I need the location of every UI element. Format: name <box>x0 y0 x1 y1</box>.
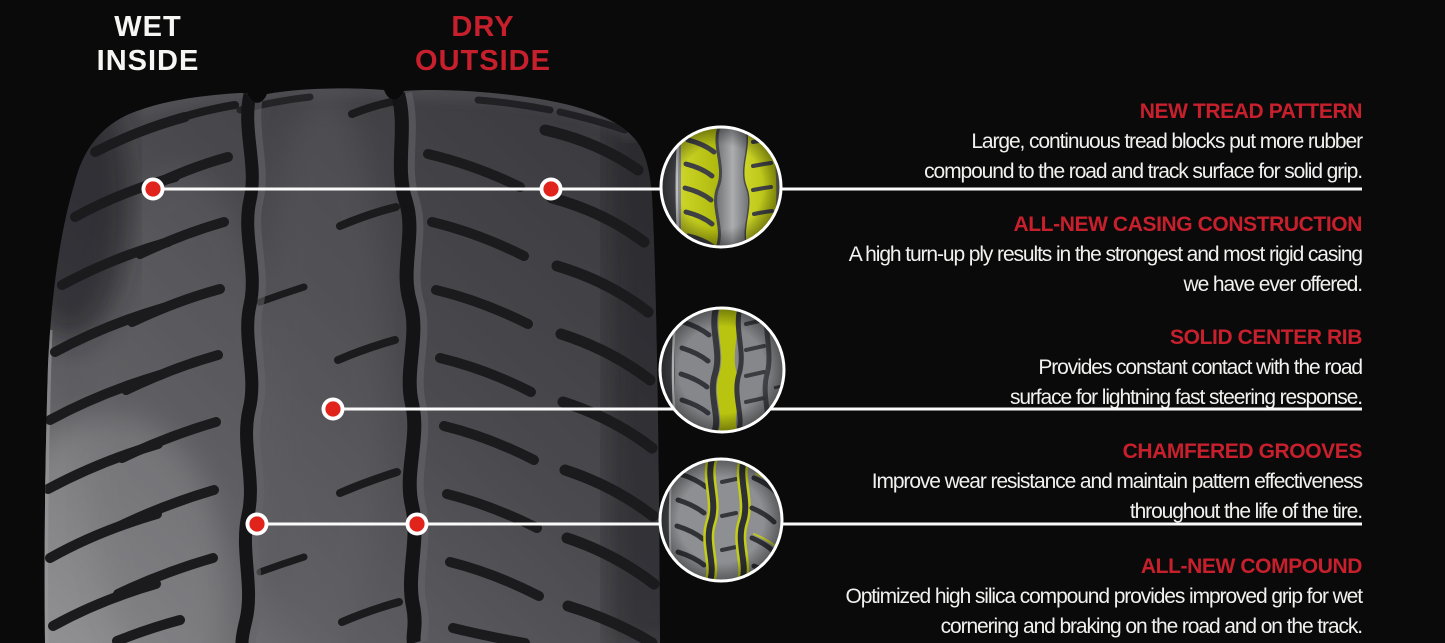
feature-casing-construction: ALL-NEW CASING CONSTRUCTION A high turn-… <box>722 213 1363 300</box>
tread-closeup-chamfered-grooves <box>658 457 784 583</box>
feature-chamfered-grooves: CHAMFERED GROOVES Improve wear resistanc… <box>722 440 1363 527</box>
feature-title: CHAMFERED GROOVES <box>1122 440 1363 463</box>
wet-inside-label: WET INSIDE <box>96 11 200 77</box>
callout-dot <box>141 177 165 201</box>
feature-description: Optimized high silica compound provides … <box>845 585 1363 638</box>
feature-title: ALL-NEW CASING CONSTRUCTION <box>1013 213 1362 236</box>
feature-description: Provides constant contact with the road … <box>1009 356 1363 409</box>
callout-dots <box>141 177 563 536</box>
tread-closeup-new-tread-pattern <box>659 125 783 249</box>
feature-new-tread-pattern: NEW TREAD PATTERN Large, continuous trea… <box>722 100 1363 187</box>
feature-title: ALL-NEW COMPOUND <box>1140 555 1362 578</box>
feature-solid-center-rib: SOLID CENTER RIB Provides constant conta… <box>722 326 1363 413</box>
feature-description: A high turn-up ply results in the strong… <box>848 243 1363 296</box>
callout-dot <box>539 177 563 201</box>
callout-dot <box>405 512 429 536</box>
tread-circumferential-grooves <box>235 91 429 643</box>
feature-description: Improve wear resistance and maintain pat… <box>871 470 1363 523</box>
callout-dot <box>245 512 269 536</box>
callout-dot <box>321 397 345 421</box>
feature-title: SOLID CENTER RIB <box>1170 326 1362 349</box>
tread-closeup-solid-center-rib <box>658 306 786 434</box>
feature-title: NEW TREAD PATTERN <box>1139 100 1363 123</box>
feature-description: Large, continuous tread blocks put more … <box>924 130 1363 183</box>
dry-outside-label: DRY OUTSIDE <box>415 11 551 77</box>
feature-all-new-compound: ALL-NEW COMPOUND Optimized high silica c… <box>722 555 1363 642</box>
tire-photo <box>44 88 660 643</box>
